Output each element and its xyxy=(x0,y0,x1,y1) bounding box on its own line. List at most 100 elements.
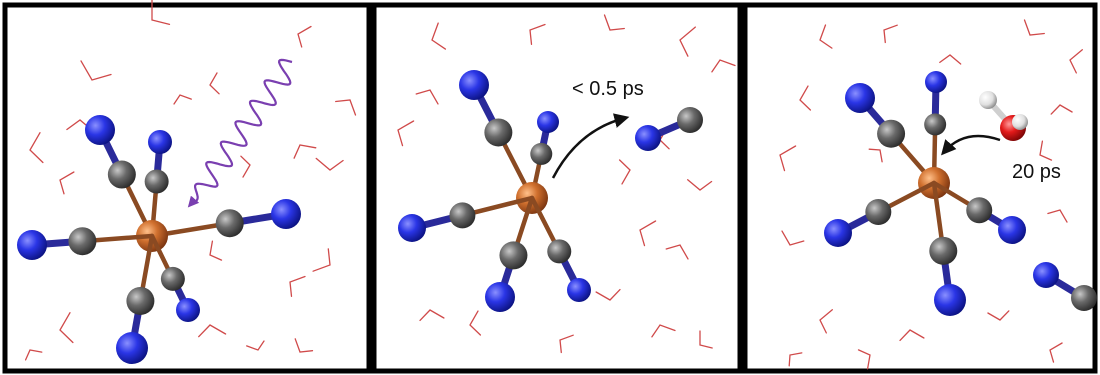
water-molecule-stick xyxy=(799,85,812,111)
water-molecule-stick xyxy=(59,171,75,195)
nitrogen-atom xyxy=(824,219,852,247)
water-molecule-stick xyxy=(665,244,689,260)
carbon-atom xyxy=(144,169,169,194)
water-molecule-stick xyxy=(529,23,546,45)
water-molecule-stick xyxy=(788,352,803,367)
nitrogen-atom xyxy=(271,199,301,229)
carbon-atom xyxy=(449,202,476,229)
water-molecule-stick xyxy=(1050,104,1073,115)
water-molecule-stick xyxy=(687,179,713,191)
nitrogen-atom xyxy=(176,298,200,322)
water-molecule-stick xyxy=(209,240,223,261)
water-molecule-stick xyxy=(293,144,317,159)
water-molecule-stick xyxy=(939,54,962,65)
nitrogen-atom xyxy=(85,115,115,145)
water-molecule-stick xyxy=(240,155,251,178)
nitrogen-atom xyxy=(635,125,661,151)
water-molecule-stick xyxy=(1039,140,1053,161)
nitrogen-atom xyxy=(459,70,489,100)
water-molecule-stick xyxy=(469,310,482,336)
carbon-atom xyxy=(530,142,553,165)
water-molecule-stick xyxy=(297,25,312,48)
water-molecule-stick xyxy=(397,120,415,147)
carbon-atom xyxy=(877,119,906,148)
nitrogen-atom xyxy=(845,83,875,113)
panel-2-frame xyxy=(371,2,743,374)
water-molecule-stick xyxy=(819,309,833,334)
water-molecule-stick xyxy=(618,159,631,185)
water-molecule-stick xyxy=(289,275,306,297)
nitrogen-atom xyxy=(485,282,515,312)
water-molecule-stick xyxy=(987,310,1010,321)
water-molecule-stick xyxy=(595,288,621,301)
water-molecule-stick xyxy=(559,334,574,354)
water-molecule-stick xyxy=(779,145,797,172)
water-molecule-stick xyxy=(415,89,439,105)
water-molecule-stick xyxy=(431,22,447,50)
water-molecule-stick xyxy=(819,24,833,49)
water-molecule-stick xyxy=(246,340,265,351)
water-molecule-stick xyxy=(29,132,44,164)
water-molecule-stick xyxy=(1023,19,1045,36)
panel-3-complex xyxy=(824,71,1097,316)
carbon-atom xyxy=(547,239,572,264)
water-molecule-stick xyxy=(1049,342,1063,363)
water-molecule-stick xyxy=(419,309,445,322)
water-molecule-stick xyxy=(24,349,43,361)
water-binding-arrow xyxy=(941,134,1001,156)
carbon-atom xyxy=(966,197,993,224)
panel-1-complex xyxy=(17,115,301,364)
water-background xyxy=(24,0,1083,370)
hydrogen-atom xyxy=(979,91,997,109)
panel-2-complex xyxy=(398,70,703,312)
water-molecule-stick xyxy=(335,99,357,116)
hydrogen-atom xyxy=(1012,114,1028,130)
nitrogen-atom xyxy=(398,214,426,242)
water-molecule-stick xyxy=(1047,209,1068,223)
water-molecule-stick xyxy=(80,60,112,81)
water-molecule-stick xyxy=(1069,49,1083,74)
nitrogen-atom xyxy=(537,111,559,133)
carbon-atom xyxy=(865,199,892,225)
carbon-atom xyxy=(499,241,528,270)
water-molecule-stick xyxy=(679,26,696,57)
water-molecule-stick xyxy=(312,248,331,272)
water-molecule-stick xyxy=(294,338,314,353)
water-molecule-stick xyxy=(59,312,74,344)
water-molecule-stick xyxy=(639,220,657,247)
nitrogen-atom xyxy=(116,332,148,364)
water-molecule-stick xyxy=(651,324,676,338)
panel-3-time-label: 20 ps xyxy=(1012,161,1061,183)
carbon-atom xyxy=(126,286,155,315)
water-molecule-stick xyxy=(857,349,871,370)
carbon-atom xyxy=(484,118,513,147)
water-molecule-stick xyxy=(899,329,925,342)
carbon-atom xyxy=(215,209,244,238)
panel-2-time-label: < 0.5 ps xyxy=(572,78,644,100)
carbon-atom xyxy=(929,236,958,265)
nitrogen-atom xyxy=(17,230,47,260)
water-molecule-stick xyxy=(151,0,171,26)
water-molecule-stick xyxy=(209,72,220,95)
carbon-atom xyxy=(160,266,185,291)
water-molecule-stick xyxy=(173,94,192,105)
water-molecule-stick xyxy=(315,157,344,171)
carbon-atom xyxy=(68,227,97,256)
water-molecule-stick xyxy=(781,230,805,246)
water-molecule-stick xyxy=(699,330,713,349)
nitrogen-atom xyxy=(925,71,947,93)
water-molecule-stick xyxy=(198,324,227,338)
carbon-atom xyxy=(107,160,136,189)
nitrogen-atom xyxy=(998,216,1026,244)
nitrogen-atom xyxy=(1033,262,1059,288)
carbon-atom xyxy=(677,107,703,133)
nitrogen-atom xyxy=(567,278,591,302)
nitrogen-atom xyxy=(148,130,172,154)
nitrogen-atom xyxy=(934,284,966,316)
panel-1-frame xyxy=(2,2,372,374)
photon-wave-arrow xyxy=(187,58,293,208)
water-molecule-stick xyxy=(883,24,898,44)
water-molecule-stick xyxy=(603,14,625,31)
